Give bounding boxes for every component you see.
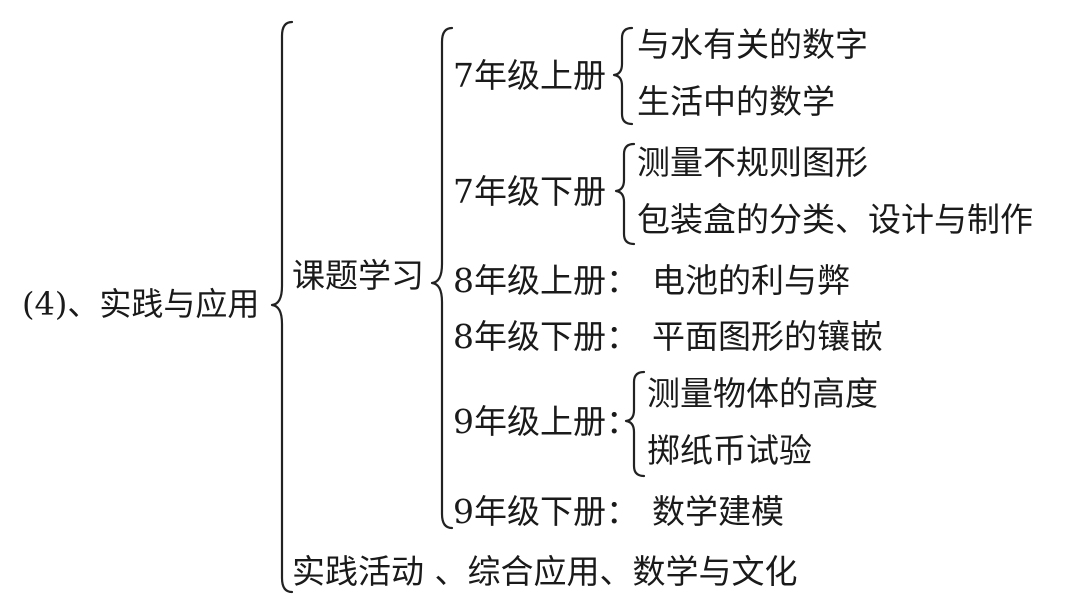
grade-9-upper-item-2: 掷纸币试验	[647, 431, 812, 470]
grade-8-upper-item: 电池的利与弊	[652, 261, 850, 300]
topic-label: 课题学习	[292, 256, 424, 295]
grade-7-lower-item-1: 测量不规则图形	[637, 143, 868, 182]
grade-9-lower-item: 数学建模	[652, 492, 784, 531]
grade-9-lower-label: 9年级下册：	[453, 492, 639, 531]
grade-7-upper-label: 7年级上册	[453, 56, 606, 95]
grade-8-lower-item: 平面图形的镶嵌	[652, 317, 883, 356]
grade-8-upper-label: 8年级上册：	[453, 261, 639, 300]
grade-9-upper-label: 9年级上册：	[453, 402, 639, 441]
practice-label: 实践活动 、综合应用、数学与文化	[292, 552, 798, 591]
grade-7-lower-item-2: 包装盒的分类、设计与制作	[637, 200, 1033, 239]
grade9a-brace	[624, 370, 646, 478]
grade7a-brace	[612, 26, 634, 126]
grade-8-lower-label: 8年级下册：	[453, 317, 639, 356]
grade-7-upper-item-1: 与水有关的数字	[637, 25, 868, 64]
root-brace	[270, 20, 294, 594]
grade-7-upper-item-2: 生活中的数学	[637, 82, 835, 121]
grade-9-upper-item-1: 测量物体的高度	[647, 374, 878, 413]
root-label: (4)、实践与应用	[22, 285, 260, 323]
grade-7-lower-label: 7年级下册	[453, 172, 606, 211]
grade7b-brace	[614, 142, 636, 246]
topic-brace	[430, 26, 454, 530]
